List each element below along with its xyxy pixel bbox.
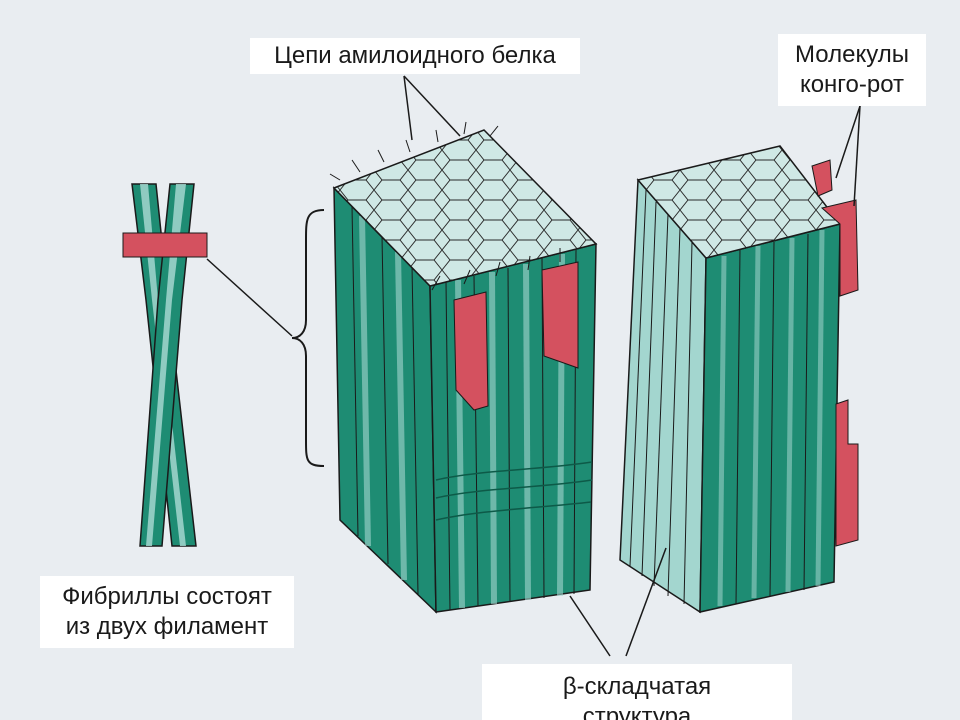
congo-red-molecule-3 xyxy=(835,399,859,547)
label-fibrils-line-1: Фибриллы состоят xyxy=(62,583,272,610)
congo-red-molecule-1 xyxy=(811,159,833,197)
label-congo-red-line-1: Молекулы xyxy=(795,41,909,68)
fibril-block-center xyxy=(329,121,598,614)
label-fibrils-line-2: из двух филамент xyxy=(65,613,269,640)
label-congo-red: Молекулы конго-рот xyxy=(778,34,926,106)
label-amyloid-chains-text: Цепи амилоидного белка xyxy=(274,42,556,69)
fibril-highlight-band xyxy=(122,232,208,258)
label-beta-sheet-line-1: β-складчатая xyxy=(562,673,712,700)
leader-lines xyxy=(403,75,861,657)
twisted-fibril xyxy=(122,183,208,547)
leader-chains-1 xyxy=(403,75,413,141)
congo-red-patch-1 xyxy=(453,291,489,411)
leader-line-band xyxy=(206,258,293,337)
label-beta-sheet-line-2: структура xyxy=(582,703,692,720)
leader-beta-2 xyxy=(625,547,667,657)
leader-chains-2 xyxy=(403,75,461,137)
leader-beta-1 xyxy=(569,595,611,657)
curly-brace xyxy=(291,209,325,467)
right-block-left-face xyxy=(619,178,707,614)
leader-congo-1 xyxy=(835,105,861,179)
label-fibrils: Фибриллы состоят из двух филамент xyxy=(40,576,294,648)
label-amyloid-chains: Цепи амилоидного белка xyxy=(250,38,580,74)
block-top-face xyxy=(332,129,598,287)
label-congo-red-line-2: конго-рот xyxy=(799,71,905,98)
label-beta-sheet: β-складчатая структура xyxy=(482,664,792,720)
congo-red-molecule-2 xyxy=(820,199,859,297)
leader-congo-2 xyxy=(853,105,861,207)
fibril-block-right xyxy=(619,145,859,614)
congo-red-patch-2 xyxy=(541,261,579,369)
